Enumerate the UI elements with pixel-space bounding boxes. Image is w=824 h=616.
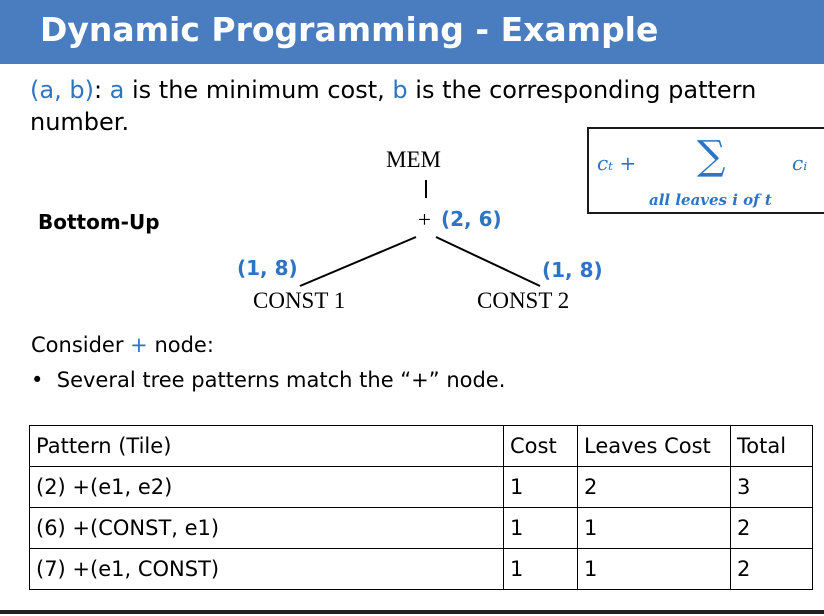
table-header-row: Pattern (Tile) Cost Leaves Cost Total bbox=[29, 425, 813, 467]
bullet-item: • Several tree patterns match the “+” no… bbox=[31, 368, 505, 392]
title-bar: Dynamic Programming - Example bbox=[0, 0, 824, 64]
cell-pattern: (2) +(e1, e2) bbox=[29, 466, 504, 508]
cell-total: 3 bbox=[730, 466, 813, 508]
tree-node-const-2: CONST 2 bbox=[477, 288, 570, 313]
intro-b: b bbox=[392, 76, 408, 104]
bottom-divider bbox=[0, 610, 824, 614]
formula-subscript: all leaves i of t bbox=[649, 191, 772, 209]
intro-text-end: is the corresponding pattern number. bbox=[30, 76, 757, 136]
sum-symbol: ∑ bbox=[697, 133, 726, 179]
tree-node-mem: MEM bbox=[386, 147, 441, 172]
header-cost: Cost bbox=[503, 425, 578, 467]
edge-plus-right bbox=[435, 236, 541, 287]
cell-leaves-cost: 1 bbox=[577, 548, 731, 590]
left-leaf-cost-tuple: (1, 8) bbox=[237, 256, 298, 280]
cell-leaves-cost: 1 bbox=[577, 507, 731, 549]
cell-cost: 1 bbox=[503, 548, 578, 590]
table-row: (7) +(e1, CONST) 1 1 2 bbox=[29, 548, 813, 590]
tree-node-plus: + bbox=[418, 207, 431, 232]
cell-total: 2 bbox=[730, 507, 813, 549]
cost-formula-box: cₜ + ∑ all leaves i of t cᵢ bbox=[587, 127, 824, 214]
plus-cost-tuple: (2, 6) bbox=[441, 207, 502, 231]
tree-node-const-1: CONST 1 bbox=[253, 288, 346, 313]
header-total: Total bbox=[730, 425, 813, 467]
header-leaves-cost: Leaves Cost bbox=[577, 425, 731, 467]
cell-cost: 1 bbox=[503, 466, 578, 508]
right-leaf-cost-tuple: (1, 8) bbox=[542, 258, 603, 282]
formula-ci: cᵢ bbox=[792, 151, 808, 175]
edge-plus-left bbox=[299, 236, 417, 287]
bottom-up-label: Bottom-Up bbox=[38, 210, 160, 234]
header-pattern: Pattern (Tile) bbox=[29, 425, 504, 467]
consider-node: + bbox=[130, 333, 148, 357]
table-row: (6) +(CONST, e1) 1 1 2 bbox=[29, 507, 813, 549]
cell-total: 2 bbox=[730, 548, 813, 590]
formula-ct: cₜ + bbox=[597, 151, 637, 175]
cell-leaves-cost: 2 bbox=[577, 466, 731, 508]
intro-text-mid: is the minimum cost, bbox=[124, 76, 393, 104]
intro-a: a bbox=[109, 76, 125, 104]
consider-text: Consider + node: bbox=[31, 333, 214, 357]
intro-colon: : bbox=[93, 76, 110, 104]
cell-pattern: (7) +(e1, CONST) bbox=[29, 548, 504, 590]
intro-pair: (a, b) bbox=[30, 76, 94, 104]
consider-suffix: node: bbox=[147, 333, 214, 357]
table-row: (2) +(e1, e2) 1 2 3 bbox=[29, 466, 813, 508]
bullet-text: Several tree patterns match the “+” node… bbox=[56, 368, 506, 392]
consider-prefix: Consider bbox=[31, 333, 131, 357]
tile-patterns-table: Pattern (Tile) Cost Leaves Cost Total (2… bbox=[29, 425, 813, 590]
cell-pattern: (6) +(CONST, e1) bbox=[29, 507, 504, 549]
intro-text: (a, b): a is the minimum cost, b is the … bbox=[30, 74, 800, 138]
bullet-marker: • bbox=[31, 368, 44, 392]
slide-title: Dynamic Programming - Example bbox=[40, 10, 659, 49]
cell-cost: 1 bbox=[503, 507, 578, 549]
